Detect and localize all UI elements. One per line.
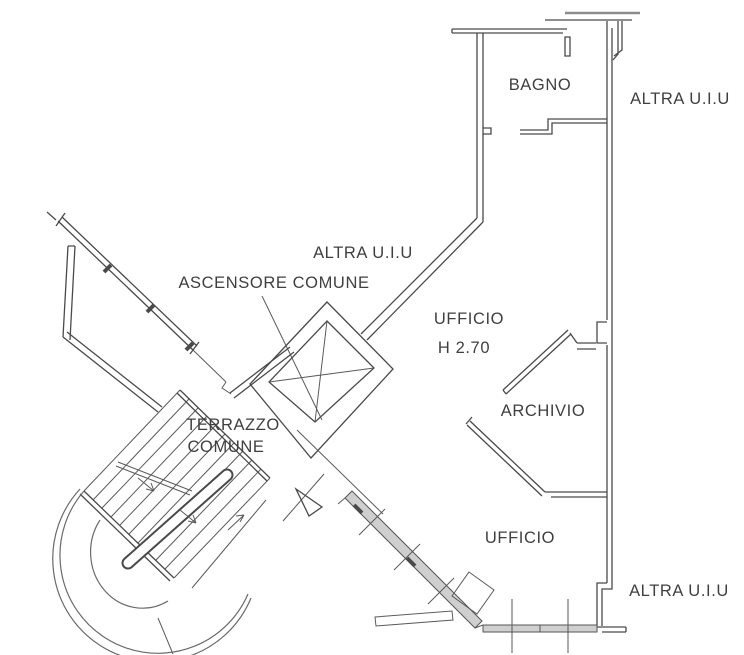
stair-arrow: [179, 509, 197, 524]
staircase: [52, 389, 271, 655]
stair-leader-line: [157, 617, 174, 655]
door-leaf: [451, 571, 495, 615]
label-ufficio-height: H 2.70: [438, 339, 490, 357]
stair-arrow: [227, 514, 245, 531]
label-ufficio-bottom: UFFICIO: [485, 529, 555, 547]
terrace-railing: [46, 211, 200, 355]
label-altra-uiu-center: ALTRA U.I.U: [313, 244, 413, 262]
stair-handrail: [115, 461, 193, 496]
corridor-diagonal-wall: [360, 217, 484, 341]
label-archivio: ARCHIVIO: [501, 402, 586, 420]
label-bagno: BAGNO: [509, 76, 572, 94]
label-terrazzo-comune: COMUNE: [188, 438, 265, 456]
label-altra-uiu-top: ALTRA U.I.U: [630, 90, 730, 108]
archivio-walls: [465, 329, 607, 498]
right-boundary-wall: [545, 11, 640, 633]
window-mullion-ticks: [511, 599, 569, 653]
ascensore-leader-line: [261, 295, 323, 421]
door-arrow: [282, 473, 325, 522]
stair-rail-ne: [176, 389, 271, 482]
room-labels: BAGNO ALTRA U.I.U ALTRA U.I.U ASCENSORE …: [178, 76, 729, 600]
glazed-wall: [296, 429, 483, 629]
terrace-walls: [62, 245, 163, 413]
elevator-shaft: [192, 295, 394, 459]
label-ufficio-top: UFFICIO: [434, 310, 504, 328]
label-altra-uiu-bottom: ALTRA U.I.U: [629, 582, 729, 600]
stair-outer-curve: [59, 490, 249, 654]
planter: [374, 610, 454, 627]
stair-inner-curve: [90, 519, 169, 609]
bottom-window-wall: [474, 599, 598, 653]
label-ascensore-comune: ASCENSORE COMUNE: [178, 274, 369, 292]
stair-rail-sw: [79, 490, 175, 582]
stair-arrow: [137, 477, 155, 492]
label-terrazzo: TERRAZZO: [186, 416, 280, 434]
bagno-walls: [451, 28, 607, 222]
